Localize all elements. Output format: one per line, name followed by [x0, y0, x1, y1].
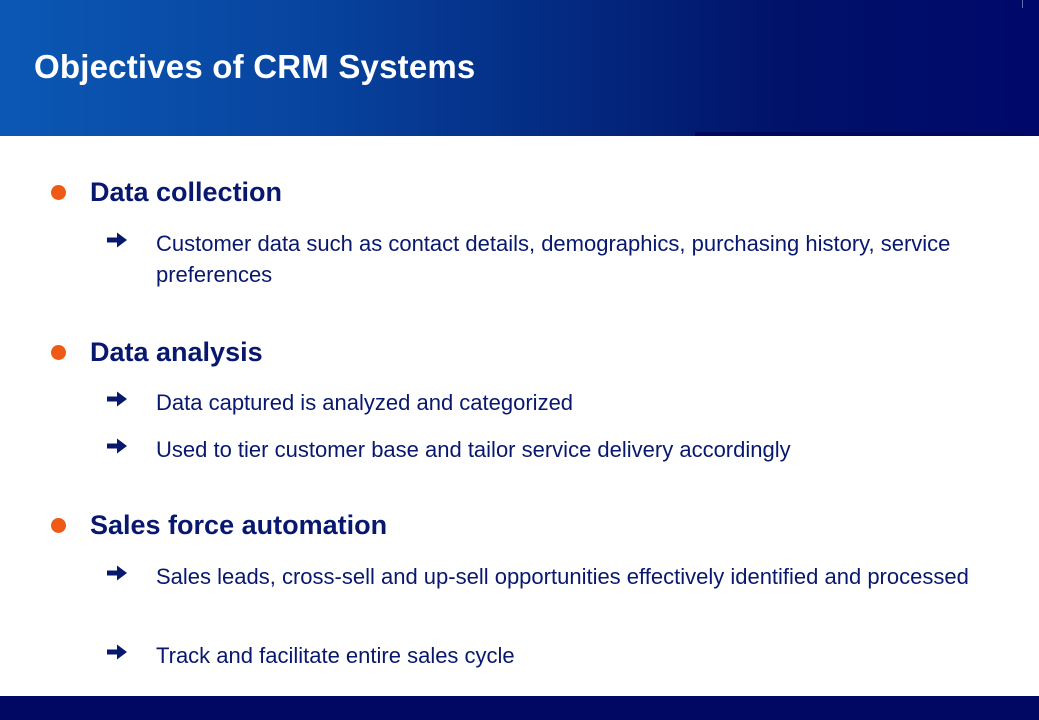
list-item-text: Customer data such as contact details, d…: [156, 231, 951, 287]
list-item-text: Used to tier customer base and tailor se…: [156, 437, 791, 462]
orange-dot-icon: [51, 185, 66, 200]
section-sales-force-automation: Sales force automation Sales leads, cros…: [0, 509, 1000, 668]
orange-dot-icon: [51, 518, 66, 533]
orange-dot-icon: [51, 345, 66, 360]
arrow-right-icon: [107, 565, 127, 581]
section-data-analysis: Data analysis Data captured is analyzed …: [0, 336, 1000, 462]
section-heading: Data analysis: [0, 336, 1000, 368]
section-heading-text: Data collection: [90, 177, 283, 207]
slide-header: Objectives of CRM Systems: [0, 0, 1039, 136]
arrow-right-icon: [107, 644, 127, 660]
slide-title: Objectives of CRM Systems: [34, 48, 476, 85]
list-item-text: Data captured is analyzed and categorize…: [156, 390, 574, 415]
section-heading-text: Sales force automation: [90, 510, 388, 540]
slide-footer-bar: [0, 696, 1039, 720]
section-heading: Data collection: [0, 176, 1000, 208]
header-accent-bar: [695, 132, 1025, 136]
section-heading-text: Data analysis: [90, 337, 263, 367]
arrow-right-icon: [107, 232, 127, 248]
arrow-right-icon: [107, 391, 127, 407]
arrow-right-icon: [107, 438, 127, 454]
list-item-text: Sales leads, cross-sell and up-sell oppo…: [156, 564, 969, 589]
section-data-collection: Data collection Customer data such as co…: [0, 176, 1000, 287]
section-heading: Sales force automation: [0, 509, 1000, 541]
header-tick: [1022, 0, 1023, 8]
list-item-text: Track and facilitate entire sales cycle: [156, 643, 515, 668]
